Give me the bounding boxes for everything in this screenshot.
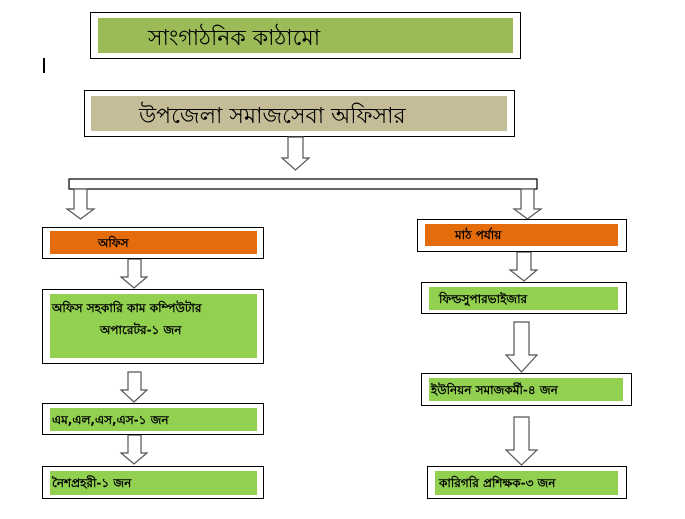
office-header-label: অফিস <box>98 236 129 250</box>
field-supervisor-box: ফিল্ডসুপারভাইজার <box>421 282 627 314</box>
mlss-label: এম,এল,এস,এস-১ জন <box>52 413 169 427</box>
office-assistant-line1: অফিস সহকারি কাম কম্পিউটার <box>52 301 202 315</box>
head-box: উপজেলা সমাজসেবা অফিসার <box>84 90 515 137</box>
trainer-box: কারিগরি প্রশিক্ষক-৩ জন <box>427 466 627 499</box>
arrow-to-office <box>65 188 96 220</box>
union-worker-box: ইউনিয়ন সমাজকর্মী-৪ জন <box>421 373 632 406</box>
arrow-office-2 <box>119 371 149 403</box>
title-box: সাংগাঠনিক কাঠামো <box>90 12 521 59</box>
field-header-box: মাঠ পর্যায় <box>417 219 627 252</box>
field-supervisor-label: ফিল্ডসুপারভাইজার <box>439 292 528 306</box>
diagram-title: সাংগাঠনিক কাঠামো <box>148 26 321 51</box>
head-title: উপজেলা সমাজসেবা অফিসার <box>139 104 406 129</box>
night-guard-label: নৈশপ্রহরী-১ জন <box>52 476 132 490</box>
arrow-office-1 <box>119 258 149 289</box>
arrow-head-to-bar <box>280 136 311 171</box>
office-assistant-line2: অপারেটর-১ জন <box>100 323 182 337</box>
office-header-box: অফিস <box>42 227 264 259</box>
night-guard-box: নৈশপ্রহরী-১ জন <box>42 466 264 499</box>
text-cursor <box>43 58 45 73</box>
arrow-field-3 <box>504 416 539 466</box>
branch-bar <box>68 178 538 190</box>
arrow-office-3 <box>119 434 149 465</box>
arrow-field-2 <box>504 321 539 373</box>
office-assistant-box: অফিস সহকারি কাম কম্পিউটার অপারেটর-১ জন <box>42 289 264 364</box>
arrow-to-field <box>512 188 543 220</box>
field-header-label: মাঠ পর্যায় <box>455 228 502 242</box>
arrow-field-1 <box>508 251 539 282</box>
mlss-box: এম,এল,এস,এস-১ জন <box>42 403 264 435</box>
trainer-label: কারিগরি প্রশিক্ষক-৩ জন <box>439 476 556 490</box>
union-worker-label: ইউনিয়ন সমাজকর্মী-৪ জন <box>431 383 558 397</box>
